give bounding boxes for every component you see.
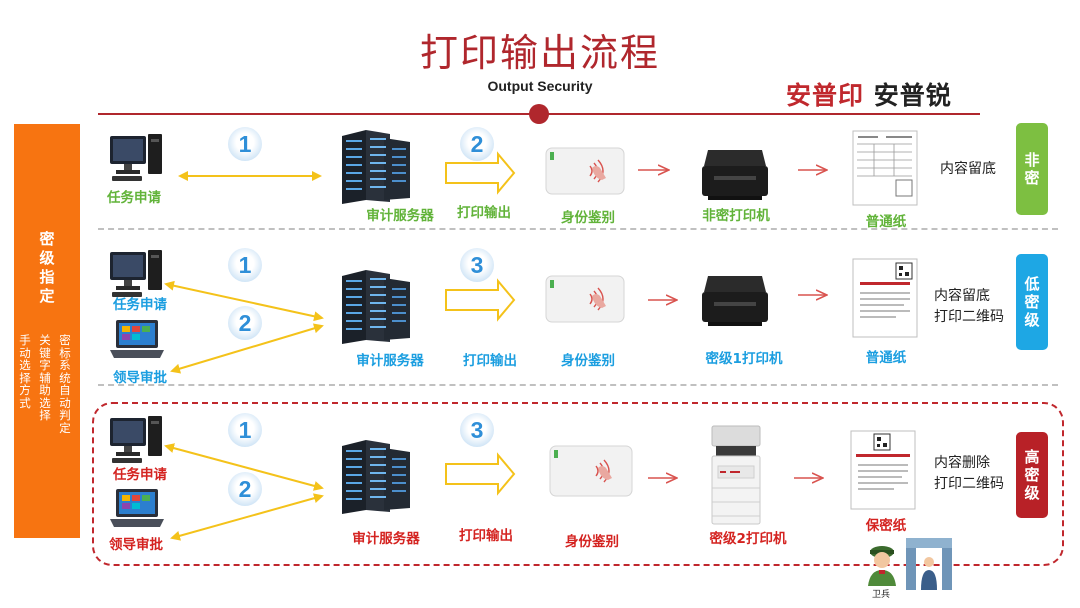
row1-result-line1: 内容留底 <box>940 161 996 177</box>
row2-paper-label: 普通纸 <box>865 350 907 366</box>
row2-result-line2: 打印二维码 <box>934 309 1004 325</box>
computer-icon <box>110 416 162 463</box>
row-divider-2 <box>98 384 1058 386</box>
sidebar-col-keyword: 关键字辅助选择 <box>39 333 51 422</box>
level-tag-low: 低密级 <box>1016 254 1048 350</box>
step-badge: 1 <box>228 127 262 161</box>
row2-result-line1: 内容留底 <box>934 288 990 304</box>
level-tag-text: 高密级 <box>1024 448 1040 502</box>
classification-sidebar: 密级指定 密标系统自动判定 关键字辅助选择 手动选择方式 <box>14 124 80 538</box>
high-level-frame <box>92 402 1064 566</box>
level-tag-unclassified: 非密 <box>1016 123 1048 215</box>
row1-printer-label: 非密打印机 <box>702 208 770 224</box>
row3-result-line1: 内容删除 <box>934 455 990 471</box>
level-tag-text: 低密级 <box>1024 275 1040 329</box>
row1-auth-label: 身份鉴别 <box>561 210 615 226</box>
row1-print-arrow <box>445 151 516 195</box>
row2-server-label: 审计服务器 <box>356 353 424 369</box>
level-tag-high: 高密级 <box>1016 432 1048 518</box>
guard-icon <box>868 546 896 586</box>
row3-approve-arrow <box>170 493 324 541</box>
row2-print-output-label: 打印输出 <box>463 353 517 369</box>
row1-print-output-label: 打印输出 <box>457 205 511 221</box>
row2-task-label: 任务申请 <box>113 297 167 313</box>
row1-paper-label: 普通纸 <box>865 214 907 230</box>
server-rack-icon <box>342 130 410 204</box>
document-paper-icon <box>852 130 918 206</box>
row3-result-line2: 打印二维码 <box>934 476 1004 492</box>
sidebar-col-auto: 密标系统自动判定 <box>59 333 71 435</box>
document-qr-icon <box>850 430 916 510</box>
computer-icon <box>110 250 162 297</box>
server-rack-icon <box>342 440 410 514</box>
laptop-icon <box>110 320 164 358</box>
row2-printer-label: 密级1打印机 <box>705 351 783 367</box>
brand-name-1: 安普印 <box>786 81 865 110</box>
step-badge: 3 <box>460 413 494 447</box>
row3-paper-label: 保密纸 <box>865 518 907 534</box>
row2-print-arrow <box>445 278 516 322</box>
sidebar-main-text: 密级指定 <box>39 230 55 305</box>
step-badge: 1 <box>228 248 262 282</box>
sidebar-main-label: 密级指定 <box>14 230 80 306</box>
row2-request-arrow <box>164 280 324 322</box>
row-divider-1 <box>98 228 1058 230</box>
guard-label: 卫兵 <box>872 590 891 600</box>
page-subtitle: Output Security <box>487 78 593 94</box>
row3-request-arrow <box>164 443 324 491</box>
card-reader-icon <box>545 147 625 195</box>
computer-icon <box>110 134 162 181</box>
row3-print-output-label: 打印输出 <box>459 528 513 544</box>
level-tag-text: 非密 <box>1024 151 1040 187</box>
row2-auth-label: 身份鉴别 <box>561 353 615 369</box>
document-qr-icon <box>852 258 918 338</box>
row3-leader-label: 领导审批 <box>109 537 163 553</box>
row1-task-label: 任务申请 <box>107 190 161 206</box>
printer-icon <box>702 150 768 200</box>
step-badge: 2 <box>228 472 262 506</box>
step-badge: 3 <box>460 248 494 282</box>
brand-name-2: 安普锐 <box>873 81 952 110</box>
row3-printer-label: 密级2打印机 <box>709 531 787 547</box>
step-badge: 2 <box>228 306 262 340</box>
multifunction-printer-icon <box>711 425 761 525</box>
row2-approve-arrow <box>170 323 324 374</box>
row3-print-arrow <box>445 452 516 496</box>
card-reader-icon <box>549 445 633 497</box>
printer-icon <box>702 276 768 326</box>
row3-auth-label: 身份鉴别 <box>565 534 619 550</box>
row2-leader-label: 领导审批 <box>113 370 167 386</box>
step-badge: 2 <box>460 127 494 161</box>
row1-server-label: 审计服务器 <box>366 208 434 224</box>
laptop-icon <box>110 489 164 527</box>
page-title: 打印输出流程 <box>419 31 660 75</box>
sidebar-col-manual: 手动选择方式 <box>19 333 31 410</box>
title-dot <box>529 104 549 124</box>
step-badge: 1 <box>228 413 262 447</box>
card-reader-icon <box>545 275 625 323</box>
server-rack-icon <box>342 270 410 344</box>
brand-logo: 安普印 安普锐 <box>786 76 952 112</box>
row3-server-label: 审计服务器 <box>352 531 420 547</box>
row3-task-label: 任务申请 <box>113 467 167 483</box>
security-gate-icon <box>906 538 952 590</box>
